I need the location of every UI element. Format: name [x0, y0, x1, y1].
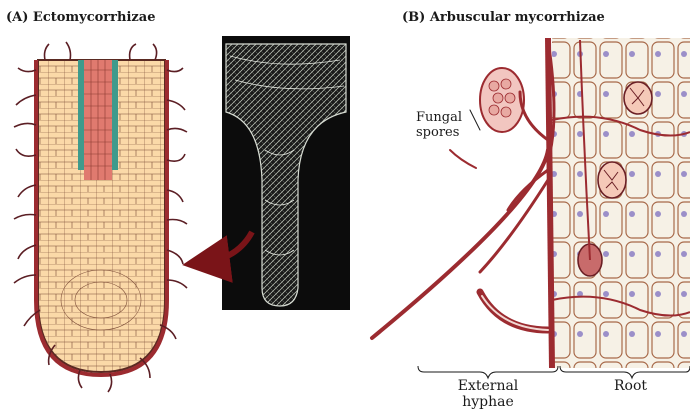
arbuscular-root-tissue [548, 38, 690, 368]
panel-b-title: (B) Arbuscular mycorrhizae [402, 10, 605, 25]
external-hyphae-label-line1: External [436, 378, 540, 394]
external-hyphae-label: External hyphae [436, 378, 540, 410]
external-hyphae-label-line2: hyphae [436, 394, 540, 410]
fungal-spores [480, 68, 524, 132]
fungal-spores-label-line2: spores [416, 125, 462, 140]
fungal-spores-label: Fungal spores [416, 110, 462, 140]
panel-a-title: (A) Ectomycorrhizae [6, 10, 155, 25]
sem-micrograph [222, 36, 350, 310]
ectomycorrhizae-root-tip [14, 42, 187, 392]
fungal-spores-label-line1: Fungal [416, 110, 462, 125]
root-label: Root [614, 378, 647, 394]
external-hyphae [372, 40, 554, 338]
